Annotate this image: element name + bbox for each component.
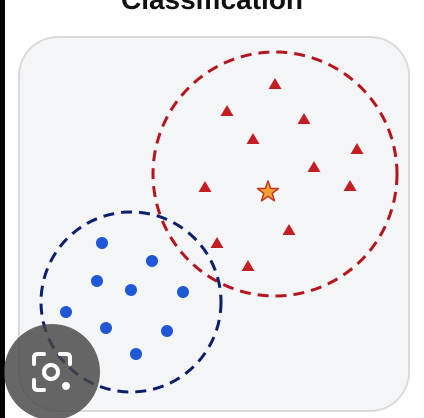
class-b-dot: [96, 237, 108, 249]
class-a-boundary: [151, 50, 399, 298]
class-a-triangle: [350, 143, 364, 154]
query-star: [256, 180, 280, 202]
class-a-triangle: [343, 180, 357, 191]
class-a-triangle: [246, 133, 260, 144]
class-b-dot: [177, 286, 189, 298]
diagram-card: [18, 36, 410, 412]
class-b-dot: [161, 325, 173, 337]
class-a-triangle: [210, 237, 224, 248]
class-b-dot: [91, 275, 103, 287]
class-b-points: [60, 237, 189, 360]
class-b-dot: [125, 284, 137, 296]
class-a-triangle: [268, 78, 282, 89]
class-a-triangle: [241, 260, 255, 271]
left-edge-bar: [0, 0, 5, 418]
lens-camera-icon: [32, 352, 72, 392]
lens-search-button[interactable]: [4, 324, 100, 418]
class-a-triangle: [282, 224, 296, 235]
class-b-boundary: [39, 210, 223, 394]
class-b-dot: [146, 255, 158, 267]
class-b-dot: [100, 322, 112, 334]
class-a-triangle: [307, 161, 321, 172]
class-a-triangle: [297, 113, 311, 124]
class-a-triangle: [220, 105, 234, 116]
class-a-points: [198, 78, 364, 271]
class-b-dot: [60, 306, 72, 318]
class-b-dot: [130, 348, 142, 360]
page-title: Classification: [0, 0, 424, 15]
class-a-triangle: [198, 181, 212, 192]
